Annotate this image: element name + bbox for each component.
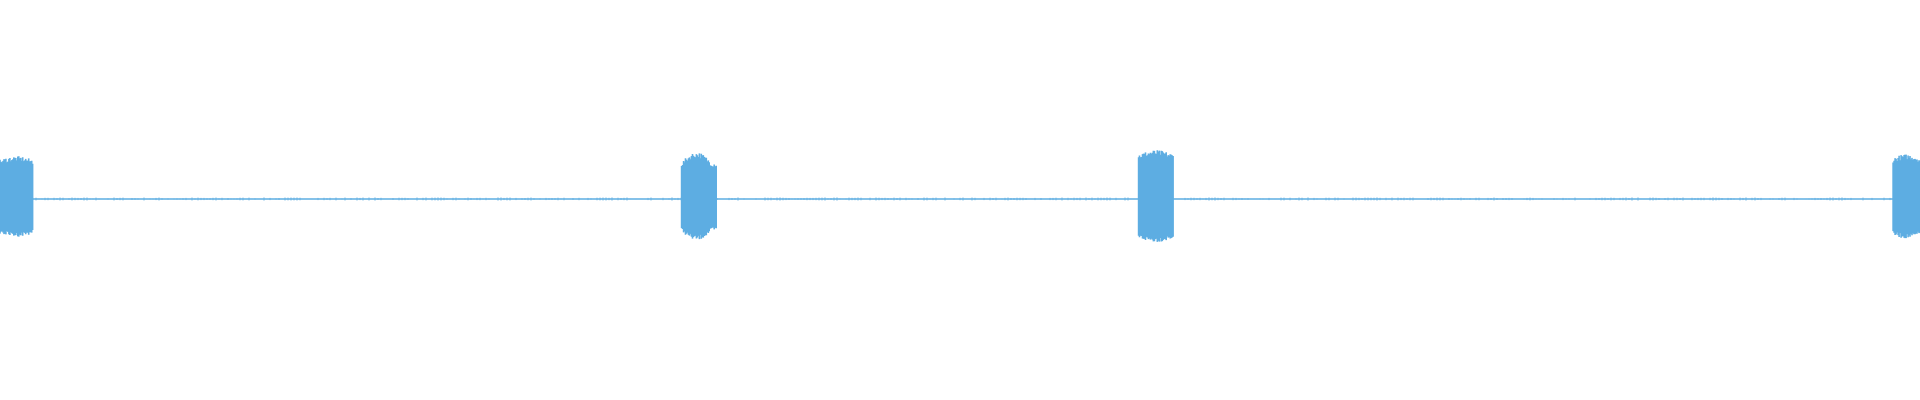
waveform-noise (2, 197, 1918, 201)
waveform-burst-3 (1137, 150, 1174, 242)
waveform-burst-1 (0, 156, 34, 237)
waveform-burst-2 (680, 153, 717, 240)
waveform-burst-4 (1892, 154, 1920, 239)
